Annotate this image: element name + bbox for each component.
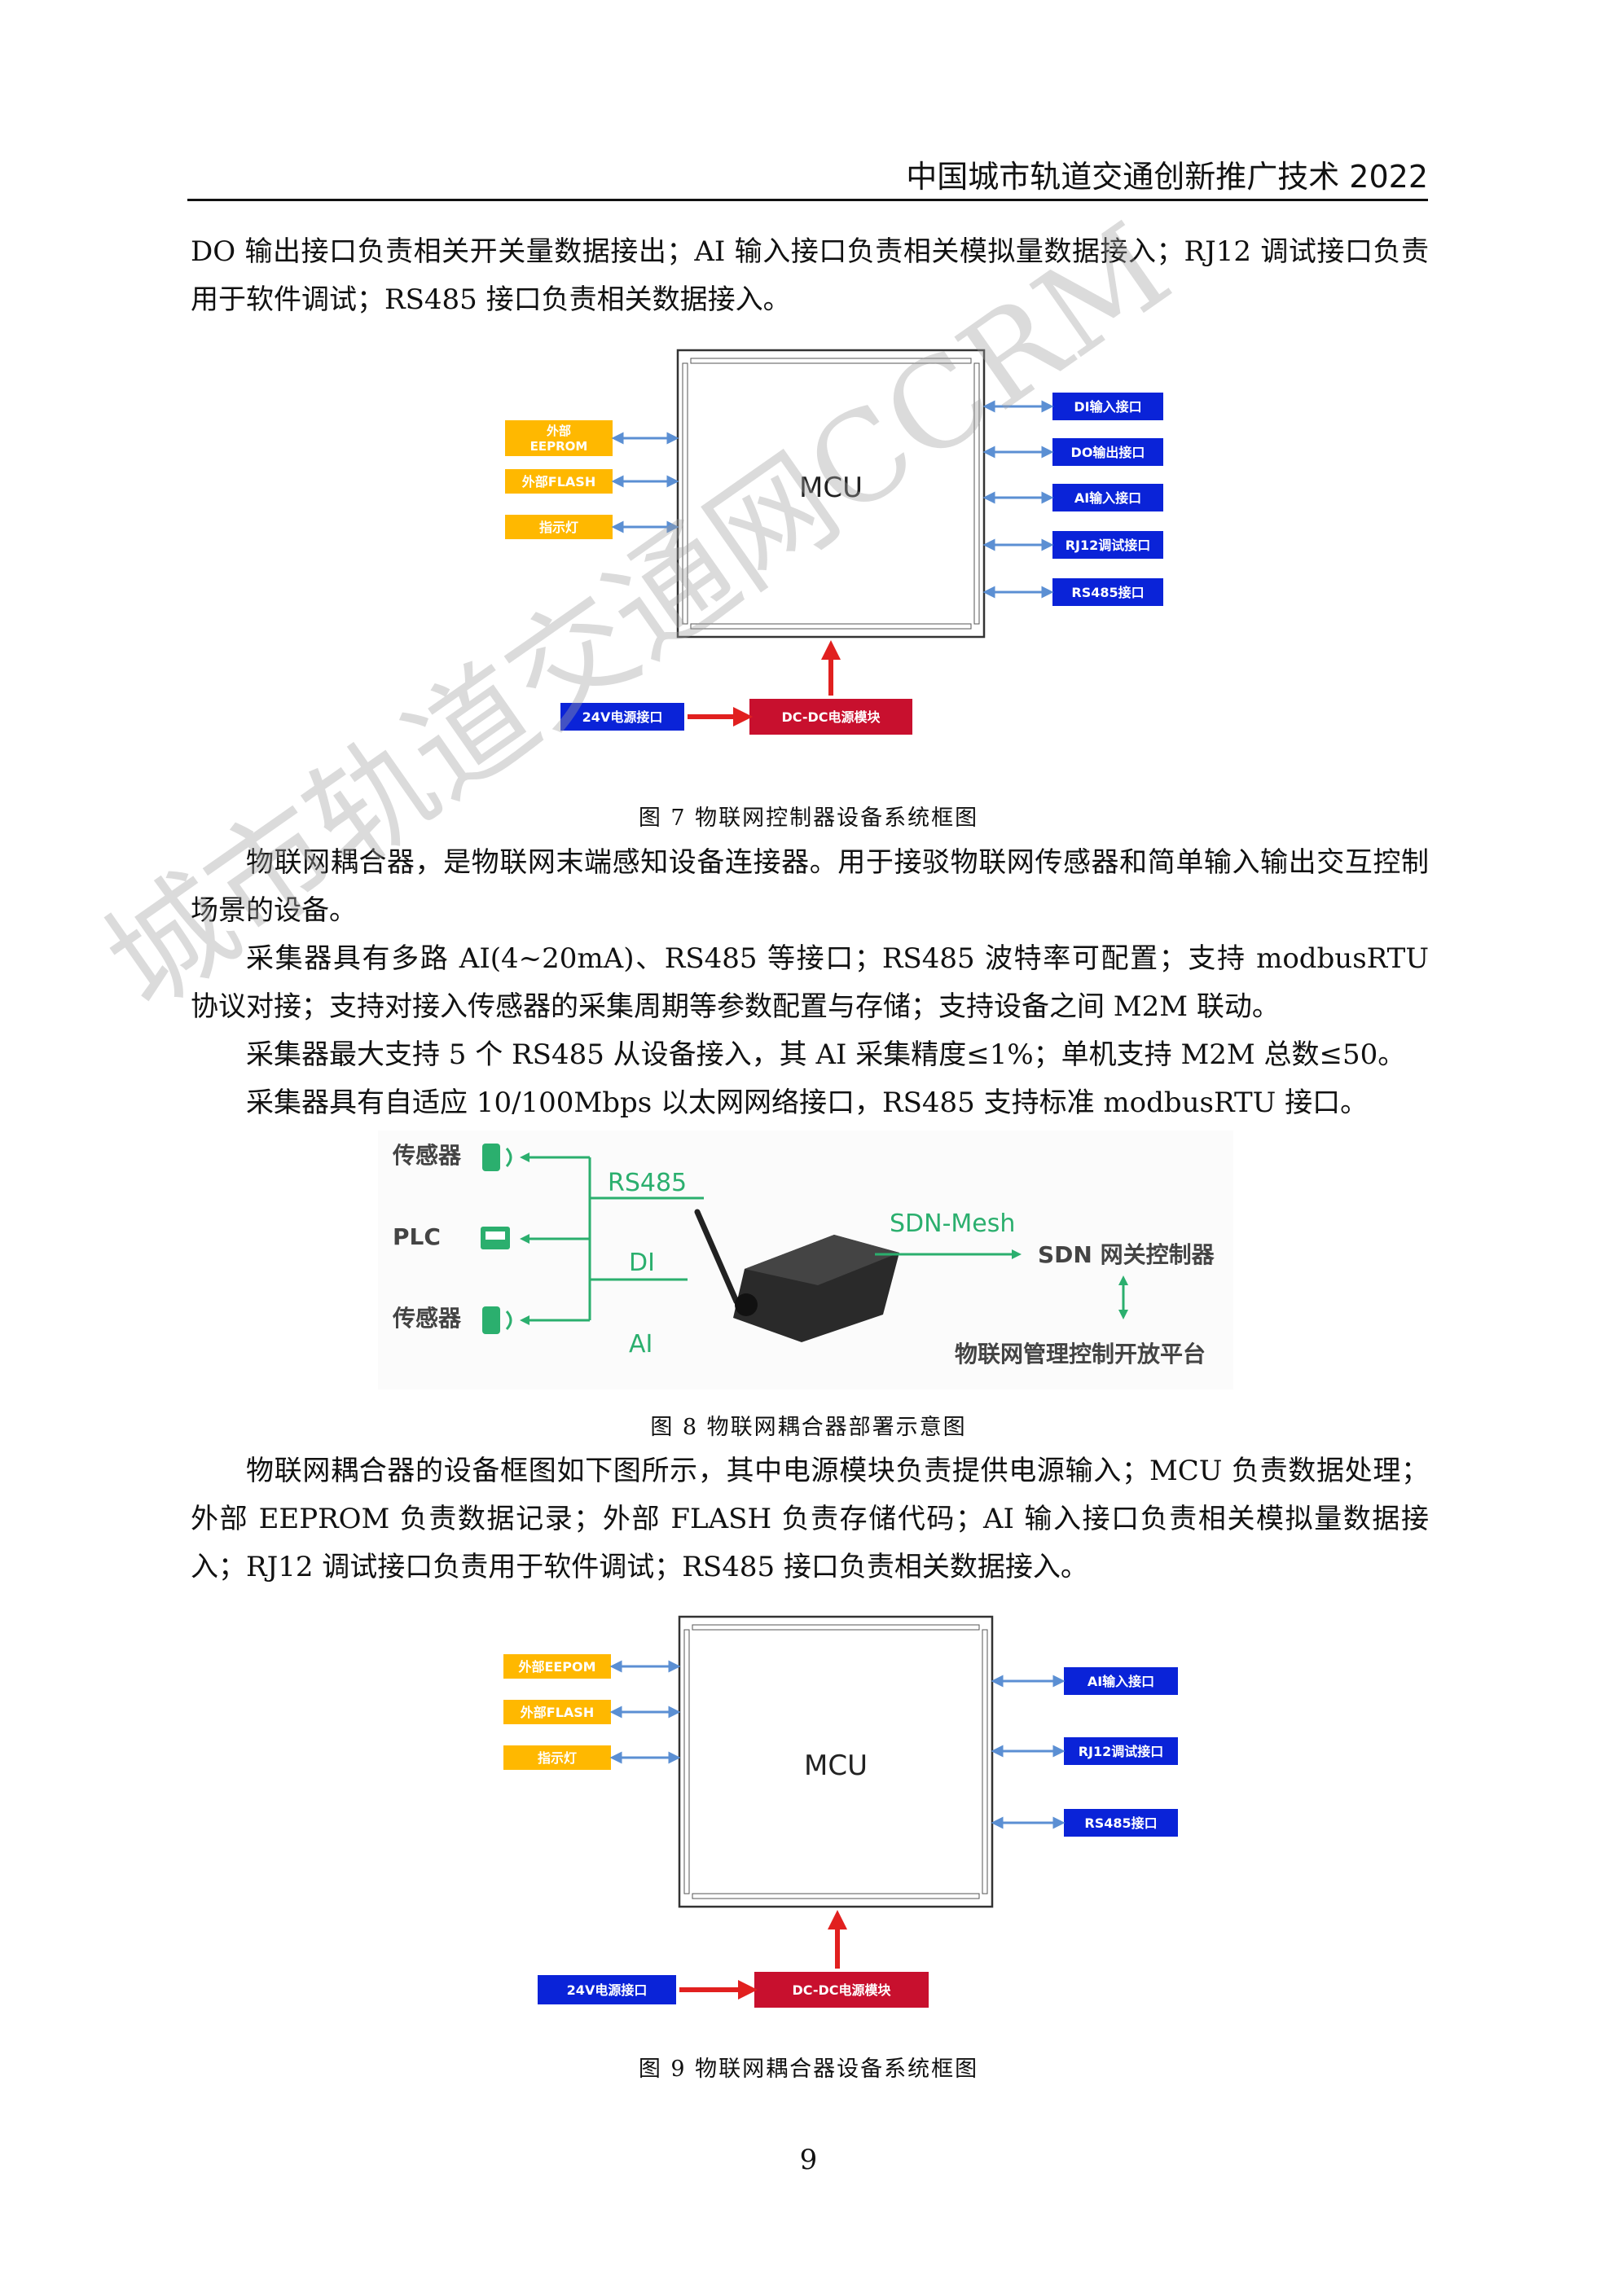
- paragraph-6: 物联网耦合器的设备框图如下图所示，其中电源模块负责提供电源输入；MCU 负责数据…: [191, 1455, 1429, 1583]
- page-number: 9: [799, 2144, 818, 2176]
- box-rj12-debug-9: RJ12调试接口: [1064, 1737, 1178, 1765]
- coupler-device-image: [694, 1209, 899, 1342]
- paragraph-2: 物联网耦合器，是物联网末端感知设备连接器。用于接驳物联网传感器和简单输入输出交互…: [191, 846, 1429, 927]
- svg-text:DC-DC电源模块: DC-DC电源模块: [781, 709, 881, 725]
- box-indicator-light: 指示灯: [505, 515, 613, 539]
- figure-8-diagram: 传感器 PLC 传感器 RS485 DI AI SDN-Mesh SDN 网关控…: [378, 1130, 1233, 1389]
- svg-text:外部FLASH: 外部FLASH: [520, 1705, 594, 1720]
- svg-text:外部EEPOM: 外部EEPOM: [517, 1659, 595, 1675]
- sensor-icon-1: [482, 1144, 512, 1171]
- box-ai-input: AI输入接口: [1052, 484, 1163, 511]
- mcu-chip: MCU: [676, 349, 986, 639]
- svg-text:RS485接口: RS485接口: [1071, 585, 1144, 600]
- svg-text:外部FLASH: 外部FLASH: [521, 474, 595, 489]
- figure-7-caption: 图 7 物联网控制器设备系统框图: [638, 806, 979, 831]
- paragraph-3: 采集器具有多路 AI(4~20mA)、RS485 等接口；RS485 波特率可配…: [191, 942, 1429, 1023]
- paragraph-4: 采集器最大支持 5 个 RS485 从设备接入，其 AI 采集精度≤1%；单机支…: [246, 1038, 1406, 1071]
- mcu-chip-9: MCU: [678, 1615, 994, 1908]
- svg-text:DI输入接口: DI输入接口: [1074, 399, 1141, 415]
- running-header: 中国城市轨道交通创新推广技术 2022: [906, 159, 1428, 195]
- box-rj12-debug: RJ12调试接口: [1052, 531, 1163, 559]
- box-rs485: RS485接口: [1052, 578, 1163, 606]
- svg-text:指示灯: 指示灯: [539, 520, 578, 535]
- box-external-flash: 外部FLASH: [505, 469, 613, 494]
- box-external-eepom: 外部EEPOM: [503, 1654, 611, 1679]
- svg-text:RJ12调试接口: RJ12调试接口: [1066, 538, 1151, 553]
- mcu-label: MCU: [799, 472, 863, 504]
- box-24v-power: 24V电源接口: [560, 703, 684, 731]
- figure-7-diagram: MCU 外部 EEPROM 外部FLASH 指示灯 DI输入接口 DO输出接口 …: [505, 349, 1163, 735]
- figure-9-diagram: MCU 外部EEPOM 外部FLASH 指示灯 AI输入接口 RJ12调试接口 …: [503, 1615, 1178, 2008]
- box-24v-power-9: 24V电源接口: [538, 1975, 676, 2004]
- box-indicator-light-9: 指示灯: [503, 1745, 611, 1770]
- svg-text:EEPROM: EEPROM: [530, 439, 588, 454]
- svg-text:DC-DC电源模块: DC-DC电源模块: [792, 1982, 891, 1998]
- box-dcdc-module-9: DC-DC电源模块: [754, 1972, 929, 2008]
- svg-text:AI输入接口: AI输入接口: [1088, 1674, 1154, 1689]
- label-di: DI: [629, 1249, 655, 1277]
- box-external-eeprom: 外部 EEPROM: [505, 420, 613, 456]
- label-sdn-mesh: SDN-Mesh: [890, 1209, 1015, 1238]
- box-ai-input-9: AI输入接口: [1064, 1667, 1178, 1695]
- label-sensor-2: 传感器: [392, 1305, 462, 1332]
- box-dcdc-module: DC-DC电源模块: [749, 699, 912, 735]
- paragraph-1: DO 输出接口负责相关开关量数据接出；AI 输入接口负责相关模拟量数据接入；RJ…: [191, 235, 1429, 316]
- label-sensor-1: 传感器: [392, 1142, 462, 1169]
- label-ai: AI: [629, 1330, 653, 1359]
- svg-text:外部: 外部: [546, 424, 571, 438]
- label-rs485: RS485: [608, 1169, 687, 1197]
- mcu-label-9: MCU: [804, 1749, 868, 1782]
- svg-text:AI输入接口: AI输入接口: [1074, 490, 1141, 506]
- label-sdn-controller: SDN 网关控制器: [1038, 1241, 1215, 1268]
- header-rule: [187, 199, 1428, 201]
- box-rs485-9: RS485接口: [1064, 1809, 1178, 1837]
- svg-text:RJ12调试接口: RJ12调试接口: [1079, 1744, 1164, 1759]
- figure-9-caption: 图 9 物联网耦合器设备系统框图: [638, 2057, 979, 2082]
- box-do-output: DO输出接口: [1052, 438, 1163, 466]
- svg-text:RS485接口: RS485接口: [1084, 1815, 1157, 1831]
- plc-icon: [481, 1227, 510, 1249]
- figure-8-caption: 图 8 物联网耦合器部署示意图: [650, 1415, 967, 1440]
- sensor-icon-2: [482, 1306, 512, 1334]
- svg-text:24V电源接口: 24V电源接口: [567, 1982, 648, 1998]
- svg-text:DO输出接口: DO输出接口: [1071, 445, 1145, 460]
- svg-text:指示灯: 指示灯: [538, 1750, 577, 1766]
- box-di-input: DI输入接口: [1052, 393, 1163, 420]
- box-external-flash-9: 外部FLASH: [503, 1700, 611, 1724]
- label-plc: PLC: [393, 1223, 441, 1250]
- svg-text:24V电源接口: 24V电源接口: [582, 709, 663, 725]
- paragraph-5: 采集器具有自适应 10/100Mbps 以太网网络接口，RS485 支持标准 m…: [246, 1087, 1369, 1119]
- label-iot-platform: 物联网管理控制开放平台: [955, 1341, 1206, 1368]
